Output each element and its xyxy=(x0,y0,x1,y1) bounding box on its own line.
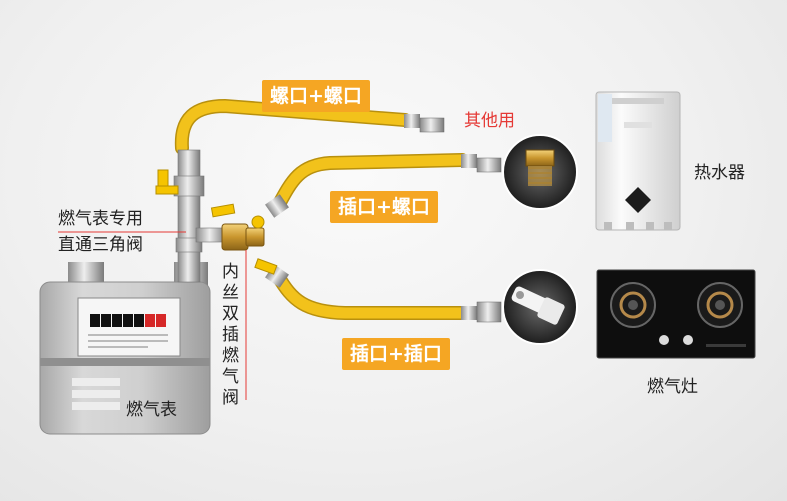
hose-lines xyxy=(174,98,469,320)
meter-counter-digits xyxy=(90,314,166,327)
hose-plug-screw xyxy=(272,154,468,212)
label-double-plug-valve: 内丝双插燃气阀 xyxy=(222,262,239,408)
meter-seam xyxy=(40,358,210,366)
hose-end-fittings xyxy=(265,114,502,323)
tag-plug-plug: 插口+插口 xyxy=(342,338,450,370)
double-plug-valve xyxy=(195,203,278,275)
meter-serial-stickers xyxy=(72,378,120,410)
gas-meter-graphic xyxy=(39,262,211,435)
label-meter-valve-line1: 燃气表专用 xyxy=(58,209,143,229)
gas-stove-graphic xyxy=(596,269,756,359)
hose-plug-plug xyxy=(272,270,468,319)
tag-screw-screw: 螺口+螺口 xyxy=(262,80,370,112)
valve-handle-lower xyxy=(254,258,278,275)
valve-handle-left xyxy=(155,185,179,195)
hose-screw-screw xyxy=(176,100,411,154)
meter-straight-valve xyxy=(155,149,205,283)
label-gas-meter: 燃气表 xyxy=(126,400,177,420)
valve-handle-upper xyxy=(210,203,236,218)
label-water-heater: 热水器 xyxy=(694,163,745,183)
tag-plug-screw: 插口+螺口 xyxy=(330,191,438,223)
label-meter-valve-line2: 直通三角阀 xyxy=(58,235,143,255)
brass-thread-inset xyxy=(502,134,578,210)
label-other-use: 其他用 xyxy=(464,111,515,131)
callout-leaders xyxy=(58,231,247,400)
plug-connector-inset xyxy=(502,269,578,345)
water-heater-graphic xyxy=(595,91,681,231)
meter-fine-print xyxy=(88,334,168,348)
label-gas-stove: 燃气灶 xyxy=(647,377,698,397)
